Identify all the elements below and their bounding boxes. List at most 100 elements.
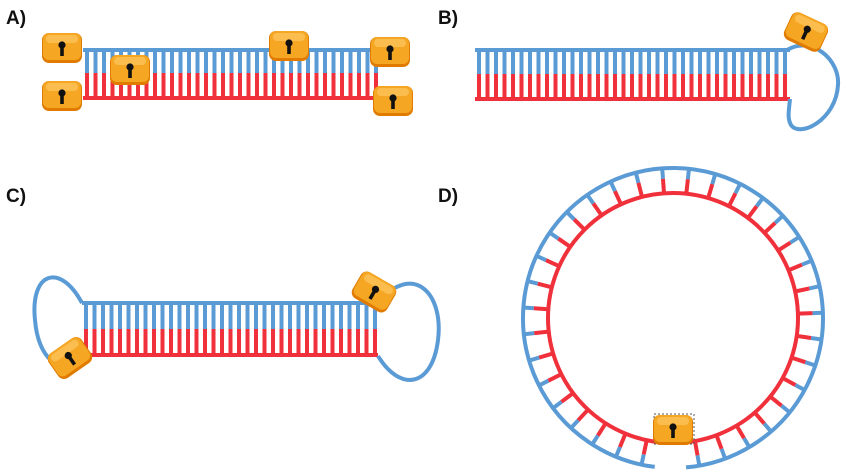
base-pair-rung-red [572,218,586,232]
panel-d-red-strand [546,191,800,445]
base-pair-rung-blue [528,355,540,363]
base-pair-rung-blue [685,168,691,180]
base-pair-rung-red [557,236,572,249]
base-pair-rung-red [781,376,797,387]
base-pair-rung-red [796,333,812,340]
base-pair-rung-blue [808,284,821,291]
panel-b-hairpin-loop [785,43,841,132]
base-pair-rung-blue [633,172,641,184]
base-pair-rung-red [753,411,766,425]
base-pair-rung-blue [733,182,742,195]
base-pair-rung-blue [527,279,539,286]
base-pair-rung-red [727,192,738,208]
base-pair-rung-red [787,262,803,273]
panel-d-blue-strand [521,166,825,470]
base-pair-rung-red [797,311,813,316]
lock-highlight [46,35,78,43]
lock-icon [269,31,309,61]
base-pair-rung-blue [565,210,576,221]
base-pair-rung-red [706,183,715,199]
keyhole-slot [671,428,675,438]
base-pair-rung-blue [538,378,550,388]
panel-c-right-loop [376,281,441,382]
lock-highlight [46,83,78,91]
panel-label-a: A) [6,8,27,29]
lock-icon [47,336,93,380]
base-pair-rung-red [596,422,608,437]
base-pair-rung-blue [548,230,560,241]
panel-c-duplex [82,301,378,357]
base-pair-rung-blue [585,193,595,205]
keyhole-slot [128,68,132,78]
panel-label-b: B) [438,8,459,29]
base-pair-rung-blue [804,360,816,368]
keyhole-slot [368,289,377,300]
lock-icon [42,81,82,111]
base-pair-rung-blue [523,331,535,337]
base-pair-rung-blue [569,418,580,430]
base-pair-rung-red [613,190,623,206]
keyhole-slot [67,355,77,366]
base-pair-rung-blue [523,305,534,311]
lock-highlight [273,33,305,41]
base-pair-rung-red [618,432,628,448]
base-pair-rung-blue [695,454,702,467]
base-pair-rung-red [545,258,561,269]
keyhole-slot [388,50,392,60]
base-pair-rung-blue [755,196,765,208]
keyhole-top [389,94,397,102]
base-pair-rung-red [734,424,746,440]
base-pair-rung-blue [660,168,665,180]
lock-highlight [364,274,393,295]
base-pair-rung-red [794,286,810,294]
lock-icon [42,33,82,63]
base-pair-rung-blue [639,453,646,466]
base-pair-rung-red [692,440,700,456]
base-pair-rung-red [790,355,806,365]
base-pair-rung-red [534,329,549,336]
lock-icon [110,55,150,85]
lock-highlight [657,417,689,425]
lock-icon [351,271,397,313]
keyhole-slot [287,44,291,54]
base-pair-rung-blue [614,446,622,458]
base-pair-rung-blue [810,336,822,342]
keyhole-top [126,63,134,71]
lock-icon [653,415,693,445]
base-pair-rung-blue [590,434,600,446]
base-pair-rung-blue [762,422,773,433]
lock-icon [783,12,829,52]
panel-b-duplex [475,48,790,101]
base-pair-rung-red [768,395,783,408]
base-pair-rung-blue [719,448,728,460]
base-pair-rung-red [763,221,777,235]
base-pair-rung-red [714,434,724,450]
base-pair-rung-red [591,202,604,217]
keyhole-slot [800,29,809,41]
base-pair-rung-blue [710,173,718,185]
base-pair-rung-red [537,281,553,290]
base-pair-rung-red [641,439,649,455]
base-pair-rung-red [547,372,563,383]
keyhole-top [285,39,293,47]
panel-label-d: D) [438,186,459,207]
base-pair-rung-blue [789,235,801,245]
base-pair-rung-blue [794,383,806,392]
panel-label-c: C) [6,186,27,207]
base-pair-rung-red [660,178,667,194]
lock-highlight [377,88,409,96]
base-pair-rung-blue [608,180,617,192]
base-pair-rung-red [684,179,690,194]
base-pair-rung-red [746,205,759,220]
base-pair-rung-blue [551,400,563,410]
lock-highlight [51,339,79,362]
base-pair-rung-red [576,408,590,422]
lock-icon [370,37,410,67]
lock-icon [373,86,413,116]
base-pair-rung-red [560,391,575,404]
lock-highlight [114,57,146,65]
lock-highlight [794,14,825,33]
lock-highlight [374,39,406,47]
